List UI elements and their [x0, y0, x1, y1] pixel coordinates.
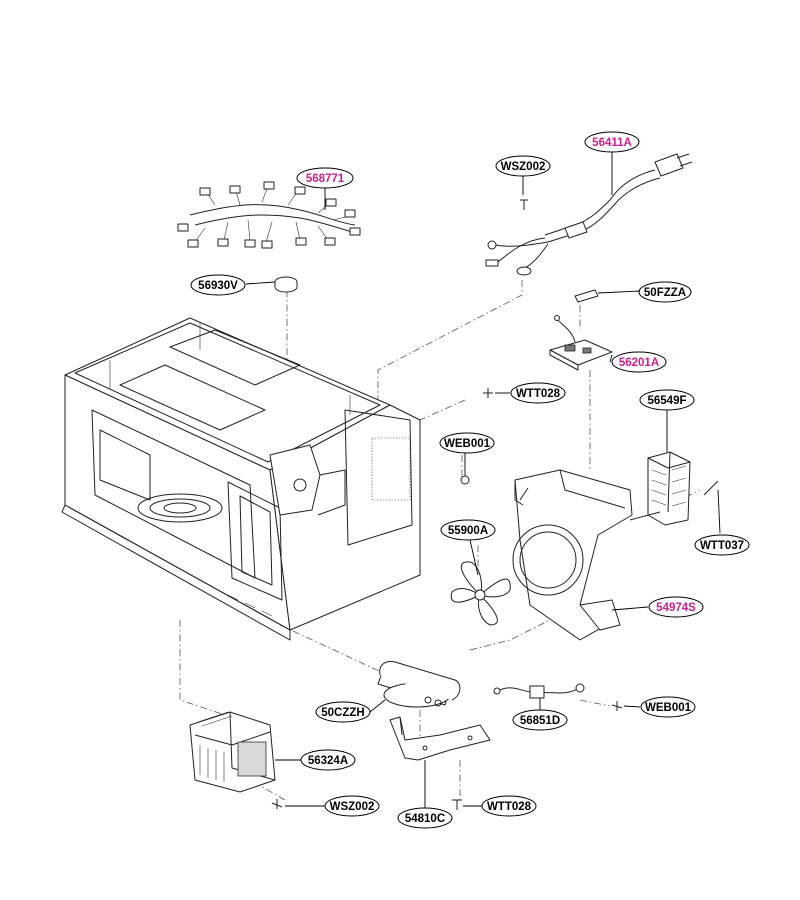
fuse-drawing: [574, 289, 599, 303]
label-56851d[interactable]: 56851D: [512, 709, 568, 731]
label-wtt028-top[interactable]: WTT028: [510, 382, 566, 404]
svg-text:54974S: 54974S: [656, 602, 696, 614]
pcb-drawing: [549, 315, 613, 371]
thermostat-drawing: [274, 276, 298, 293]
magnetron-drawing: [189, 711, 276, 793]
svg-text:50CZZH: 50CZZH: [321, 707, 364, 719]
label-56201a[interactable]: 56201A: [611, 351, 667, 373]
svg-text:55900A: 55900A: [448, 525, 488, 537]
power-cord-drawing: [485, 153, 693, 276]
leader-lines: [245, 152, 721, 808]
svg-text:WEB001: WEB001: [444, 438, 491, 450]
svg-text:54810C: 54810C: [405, 813, 445, 825]
label-50fzza[interactable]: 50FZZA: [638, 281, 692, 303]
svg-text:56411A: 56411A: [592, 137, 632, 149]
svg-text:WTT028: WTT028: [516, 388, 561, 400]
svg-text:WSZ002: WSZ002: [330, 801, 375, 813]
label-56549f[interactable]: 56549F: [639, 389, 695, 411]
label-568771[interactable]: 568771: [296, 167, 354, 189]
label-wsz002-bottom[interactable]: WSZ002: [324, 795, 380, 817]
label-wtt028-bottom[interactable]: WTT028: [481, 795, 537, 817]
label-wsz002-top[interactable]: WSZ002: [495, 155, 551, 177]
svg-text:56201A: 56201A: [619, 357, 659, 369]
svg-text:WEB001: WEB001: [645, 702, 692, 714]
svg-text:50FZZA: 50FZZA: [644, 287, 686, 299]
label-web001-top[interactable]: WEB001: [439, 432, 495, 454]
label-wtt037[interactable]: WTT037: [694, 534, 750, 556]
svg-text:WSZ002: WSZ002: [501, 161, 546, 173]
label-56411a[interactable]: 56411A: [584, 131, 640, 153]
fan-blade-drawing: [450, 561, 511, 626]
transformer-drawing: [629, 451, 691, 526]
fan-bracket-drawing: [512, 469, 633, 641]
svg-text:56324A: 56324A: [308, 755, 348, 767]
label-56930v[interactable]: 56930V: [190, 274, 246, 296]
capacitor-drawing: [377, 661, 461, 708]
svg-text:WTT028: WTT028: [487, 801, 532, 813]
label-web001-bottom[interactable]: WEB001: [640, 696, 696, 718]
label-56324a[interactable]: 56324A: [300, 749, 356, 771]
svg-text:568771: 568771: [306, 173, 345, 185]
screws: [271, 388, 719, 810]
svg-text:56549F: 56549F: [647, 395, 686, 407]
svg-text:56851D: 56851D: [520, 715, 560, 727]
label-54974s[interactable]: 54974S: [648, 596, 704, 618]
wire-harness-drawing: [177, 181, 361, 249]
diode-drawing: [493, 683, 585, 699]
oven-cavity-drawing: [61, 317, 421, 641]
label-50czzh[interactable]: 50CZZH: [315, 701, 371, 723]
mounting-bracket-drawing: [389, 716, 491, 761]
svg-text:WTT037: WTT037: [700, 540, 744, 552]
label-55900a[interactable]: 55900A: [440, 519, 496, 541]
label-54810c[interactable]: 54810C: [397, 807, 453, 829]
svg-text:56930V: 56930V: [198, 280, 238, 292]
